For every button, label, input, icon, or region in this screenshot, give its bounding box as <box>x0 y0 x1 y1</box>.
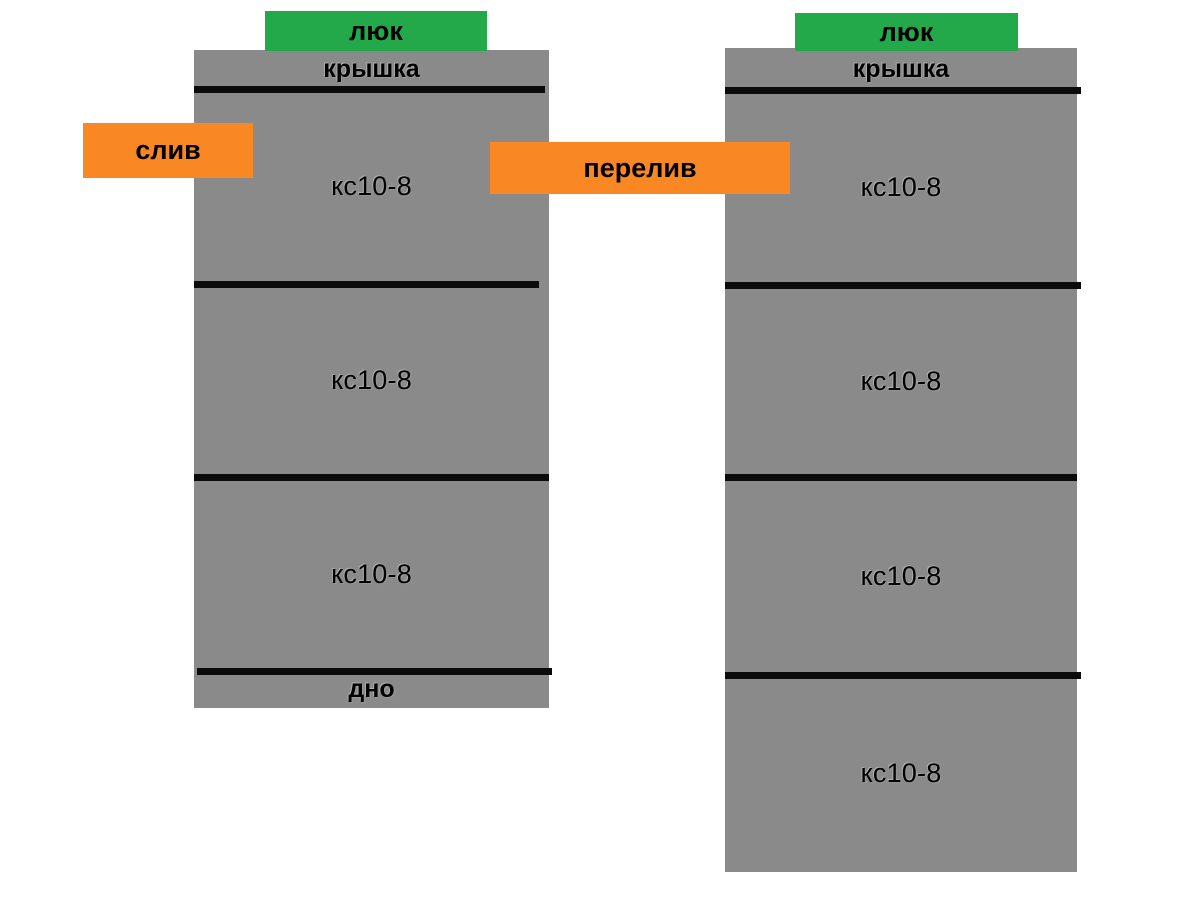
left-well-ring-2-label: кс10-8 <box>331 365 412 395</box>
left-well-separator-bottom <box>197 668 552 675</box>
left-well-ring-1-label: кс10-8 <box>331 171 412 201</box>
right-well-ring-1-label: кс10-8 <box>860 172 942 202</box>
right-well-cover-band: крышка <box>725 48 1077 90</box>
left-well-separator-2 <box>194 474 549 481</box>
left-well-separator-1 <box>194 281 539 288</box>
right-well-ring-3-label: кс10-8 <box>860 560 942 591</box>
right-well-cover-label: крышка <box>852 54 950 83</box>
right-well-ring-1: кс10-8 <box>725 90 1077 285</box>
right-well-ring-4-label: кс10-8 <box>860 758 942 788</box>
drain-pipe-label: слив <box>135 135 201 165</box>
right-well-separator-cover <box>725 87 1081 94</box>
left-well-bottom-band: дно <box>194 671 549 708</box>
right-well-hatch: люк <box>795 13 1018 51</box>
right-well-ring-3: кс10-8 <box>725 477 1077 675</box>
right-well-separator-3 <box>725 672 1081 679</box>
left-well-column: крышка кс10-8 кс10-8 кс10-8 дно <box>194 50 549 708</box>
left-well-ring-2: кс10-8 <box>194 284 549 477</box>
left-well-ring-3: кс10-8 <box>194 477 549 671</box>
right-well-hatch-label: люк <box>879 16 934 47</box>
left-well-hatch: люк <box>265 11 487 51</box>
left-well-separator-cover <box>194 86 545 93</box>
left-well-ring-1: кс10-8 <box>194 89 549 284</box>
left-well-bottom-label: дно <box>348 675 395 703</box>
overflow-pipe-label: перелив <box>583 152 697 183</box>
drain-pipe: слив <box>83 123 253 178</box>
right-well-separator-2 <box>725 474 1077 481</box>
right-well-ring-2-label: кс10-8 <box>860 365 942 396</box>
overflow-pipe: перелив <box>490 142 790 194</box>
right-well-separator-1 <box>725 282 1081 289</box>
right-well-ring-2: кс10-8 <box>725 285 1077 477</box>
right-well-ring-4: кс10-8 <box>725 675 1077 872</box>
left-well-ring-3-label: кс10-8 <box>331 558 412 589</box>
left-well-cover-label: крышка <box>323 55 420 83</box>
left-well-cover-band: крышка <box>194 50 549 89</box>
left-well-hatch-label: люк <box>349 15 403 46</box>
